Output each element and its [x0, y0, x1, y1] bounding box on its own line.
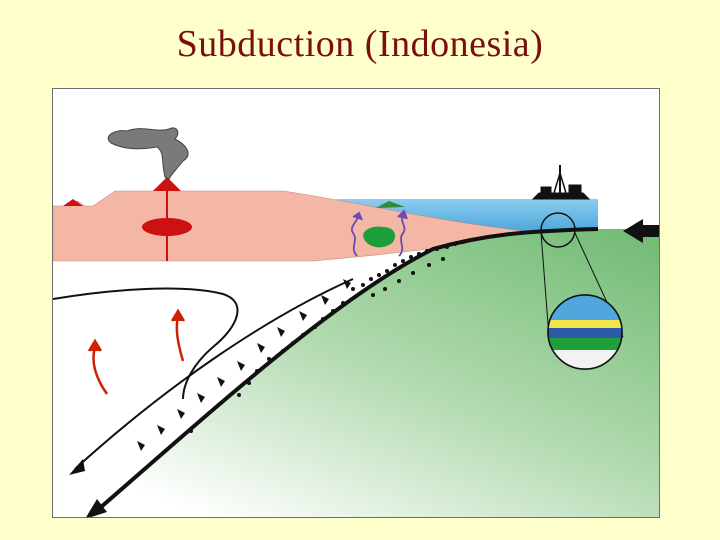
earthquake-hypocenters: [189, 240, 465, 433]
island: [376, 201, 405, 208]
subducting-slab: [93, 229, 659, 517]
subduction-diagram: [52, 88, 660, 518]
magma-chamber: [142, 218, 192, 236]
fluid-arrows: [351, 209, 408, 257]
drill-ship-icon: [531, 165, 591, 200]
mantle-flow-loop: [53, 287, 239, 400]
arrow-left-icon: [623, 219, 659, 243]
thrust-teeth: [137, 279, 351, 451]
inset-magnifier: [540, 212, 624, 370]
slab-arrowhead: [86, 499, 107, 517]
melt-blob: [363, 226, 396, 248]
plate-boundary: [91, 227, 599, 516]
inner-arrowhead: [69, 459, 85, 475]
small-volcano: [63, 199, 83, 206]
slide-title: Subduction (Indonesia): [176, 23, 544, 65]
ash-plume-icon: [107, 127, 189, 180]
mantle-flow-arrows: [87, 308, 186, 395]
diagram-canvas: [53, 127, 659, 517]
slab-inner-line: [74, 278, 354, 470]
volcano-cone: [153, 177, 181, 191]
